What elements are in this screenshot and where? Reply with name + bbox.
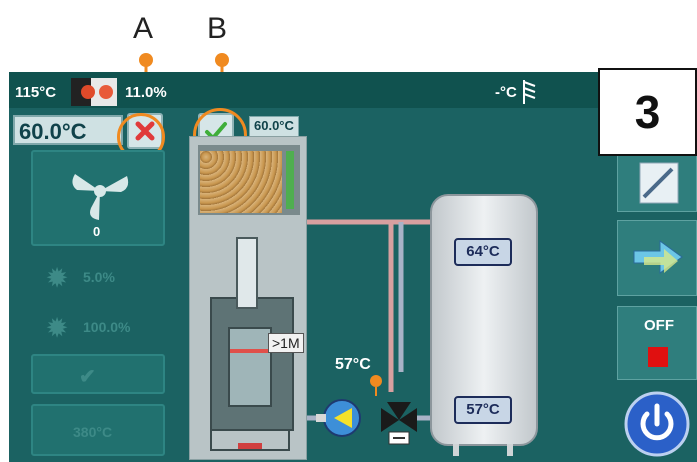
mixing-valve-icon[interactable] bbox=[377, 398, 421, 446]
controller-screen: 115°C 11.0% -°C 60.0°C 60.0°C 0 ✹ 5.0% ✹… bbox=[9, 72, 697, 462]
status-bar bbox=[9, 72, 697, 108]
lambda-dot-right-icon bbox=[99, 85, 113, 99]
outdoor-temp: -°C bbox=[495, 84, 517, 101]
burner-flame bbox=[230, 349, 270, 353]
tank-leg-left bbox=[453, 444, 459, 456]
pump-temp: 57°C bbox=[335, 356, 371, 373]
ash-tray bbox=[210, 429, 290, 451]
fan-speed-value: 0 bbox=[93, 224, 101, 239]
power-icon bbox=[640, 411, 674, 441]
mode-check-icon: ✔ bbox=[79, 366, 96, 388]
boiler-set-temp[interactable]: 60.0°C bbox=[13, 115, 123, 145]
side-button-switch[interactable] bbox=[617, 220, 697, 296]
screen-number-box: 3 bbox=[598, 68, 697, 156]
hydraulic-pipes bbox=[307, 219, 439, 421]
tank-leg-right bbox=[507, 444, 513, 456]
lambda-dot-left-icon bbox=[81, 85, 95, 99]
side-button-edit[interactable] bbox=[617, 152, 697, 212]
pump-temp-sensor-icon bbox=[370, 375, 382, 396]
state-indicator-icon bbox=[648, 347, 668, 367]
outdoor-sensor-icon bbox=[523, 80, 536, 104]
burner-time-badge: >1M bbox=[268, 333, 304, 353]
fuel-temp-panel[interactable]: 380°C bbox=[31, 404, 165, 456]
power-percent: 100.0% bbox=[83, 319, 131, 335]
power-row[interactable]: ✹ 100.0% bbox=[31, 308, 165, 344]
callout-label-a: A bbox=[133, 12, 154, 45]
power-gear-icon: ✹ bbox=[47, 315, 68, 342]
pellets bbox=[200, 151, 282, 213]
fuel-temp-value: 380°C bbox=[73, 424, 113, 440]
hopper-level-bar bbox=[286, 151, 294, 209]
boiler-unit: >1M bbox=[189, 136, 307, 460]
feed-screw bbox=[236, 237, 258, 309]
fan-icon bbox=[72, 174, 129, 220]
oxygen-level: 11.0% bbox=[125, 84, 167, 101]
tank-top-temp: 64°C bbox=[454, 238, 512, 266]
swap-arrows-icon bbox=[633, 240, 683, 274]
pencil-icon bbox=[639, 162, 679, 204]
screen-number: 3 bbox=[634, 86, 661, 138]
state-label: OFF bbox=[644, 317, 674, 334]
circulation-pump-icon[interactable] bbox=[314, 394, 364, 442]
tank-bottom-temp: 57°C bbox=[454, 396, 512, 424]
lambda-indicator bbox=[71, 78, 117, 106]
mode-panel[interactable]: ✔ bbox=[31, 354, 165, 394]
fan-panel[interactable]: 0 bbox=[31, 150, 165, 246]
feeder-gear-icon: ✹ bbox=[47, 265, 68, 292]
flue-temp: 115°C bbox=[15, 84, 57, 101]
feeder-percent: 5.0% bbox=[83, 269, 115, 285]
feeder-row[interactable]: ✹ 5.0% bbox=[31, 258, 165, 294]
ash-tray-motor-icon bbox=[238, 443, 262, 449]
power-button[interactable] bbox=[623, 390, 691, 458]
callout-label-b: B bbox=[207, 12, 228, 45]
side-button-state[interactable]: OFF bbox=[617, 306, 697, 380]
combustion-chamber bbox=[228, 327, 272, 407]
